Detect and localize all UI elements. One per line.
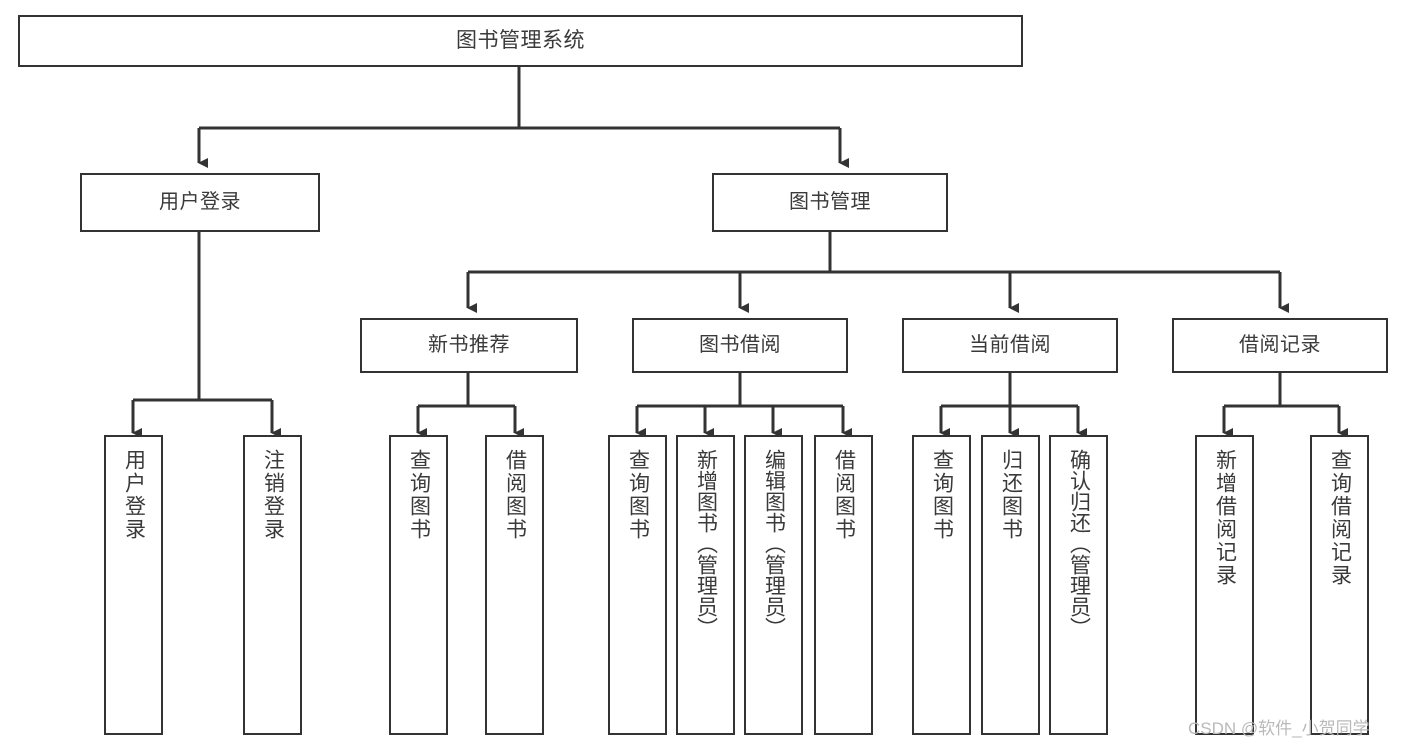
leaf-query-book-current-label: 查询图书 — [930, 449, 954, 541]
leaf-user-login-label: 用户登录 — [122, 449, 146, 541]
leaf-borrow-book[interactable]: 借阅图书 — [814, 435, 873, 735]
node-new-book-recommend-label: 新书推荐 — [428, 333, 510, 356]
node-user-login[interactable]: 用户登录 — [80, 173, 320, 232]
leaf-query-book-borrow-label: 查询图书 — [626, 449, 650, 541]
leaf-query-book-recommend[interactable]: 查询图书 — [389, 435, 448, 735]
leaf-query-book-current[interactable]: 查询图书 — [912, 435, 971, 735]
leaf-user-login[interactable]: 用户登录 — [104, 435, 163, 735]
node-user-login-label: 用户登录 — [159, 190, 241, 213]
leaf-confirm-return-admin-label: 确认归还（管理员） — [1067, 449, 1091, 638]
leaf-borrow-book-recommend-label: 借阅图书 — [503, 449, 527, 541]
leaf-logout-label: 注销登录 — [261, 449, 285, 541]
node-book-borrow-label: 图书借阅 — [699, 333, 781, 356]
leaf-add-borrow-record-label: 新增借阅记录 — [1213, 449, 1237, 587]
node-root-system[interactable]: 图书管理系统 — [18, 15, 1023, 67]
leaf-query-book-borrow[interactable]: 查询图书 — [608, 435, 667, 735]
node-borrow-record[interactable]: 借阅记录 — [1172, 318, 1388, 373]
node-book-management[interactable]: 图书管理 — [712, 173, 948, 232]
node-new-book-recommend[interactable]: 新书推荐 — [360, 318, 578, 373]
leaf-return-book-label: 归还图书 — [999, 449, 1023, 541]
node-current-borrow[interactable]: 当前借阅 — [902, 318, 1118, 373]
leaf-add-borrow-record[interactable]: 新增借阅记录 — [1195, 435, 1254, 735]
leaf-add-book-admin[interactable]: 新增图书（管理员） — [676, 435, 735, 735]
node-book-borrow[interactable]: 图书借阅 — [632, 318, 848, 373]
leaf-confirm-return-admin[interactable]: 确认归还（管理员） — [1049, 435, 1108, 735]
node-current-borrow-label: 当前借阅 — [969, 333, 1051, 356]
csdn-watermark: CSDN @软件_小贺同学 — [1188, 719, 1370, 738]
leaf-add-book-admin-label: 新增图书（管理员） — [694, 449, 718, 638]
leaf-logout[interactable]: 注销登录 — [243, 435, 302, 735]
leaf-borrow-book-label: 借阅图书 — [832, 449, 856, 541]
node-borrow-record-label: 借阅记录 — [1239, 333, 1321, 356]
node-root-system-label: 图书管理系统 — [456, 28, 585, 52]
leaf-query-borrow-record[interactable]: 查询借阅记录 — [1310, 435, 1369, 735]
leaf-return-book[interactable]: 归还图书 — [981, 435, 1040, 735]
leaf-query-book-recommend-label: 查询图书 — [407, 449, 431, 541]
leaf-borrow-book-recommend[interactable]: 借阅图书 — [485, 435, 544, 735]
leaf-edit-book-admin-label: 编辑图书（管理员） — [762, 449, 786, 638]
leaf-query-borrow-record-label: 查询借阅记录 — [1328, 449, 1352, 587]
leaf-edit-book-admin[interactable]: 编辑图书（管理员） — [744, 435, 803, 735]
node-book-management-label: 图书管理 — [789, 190, 871, 213]
